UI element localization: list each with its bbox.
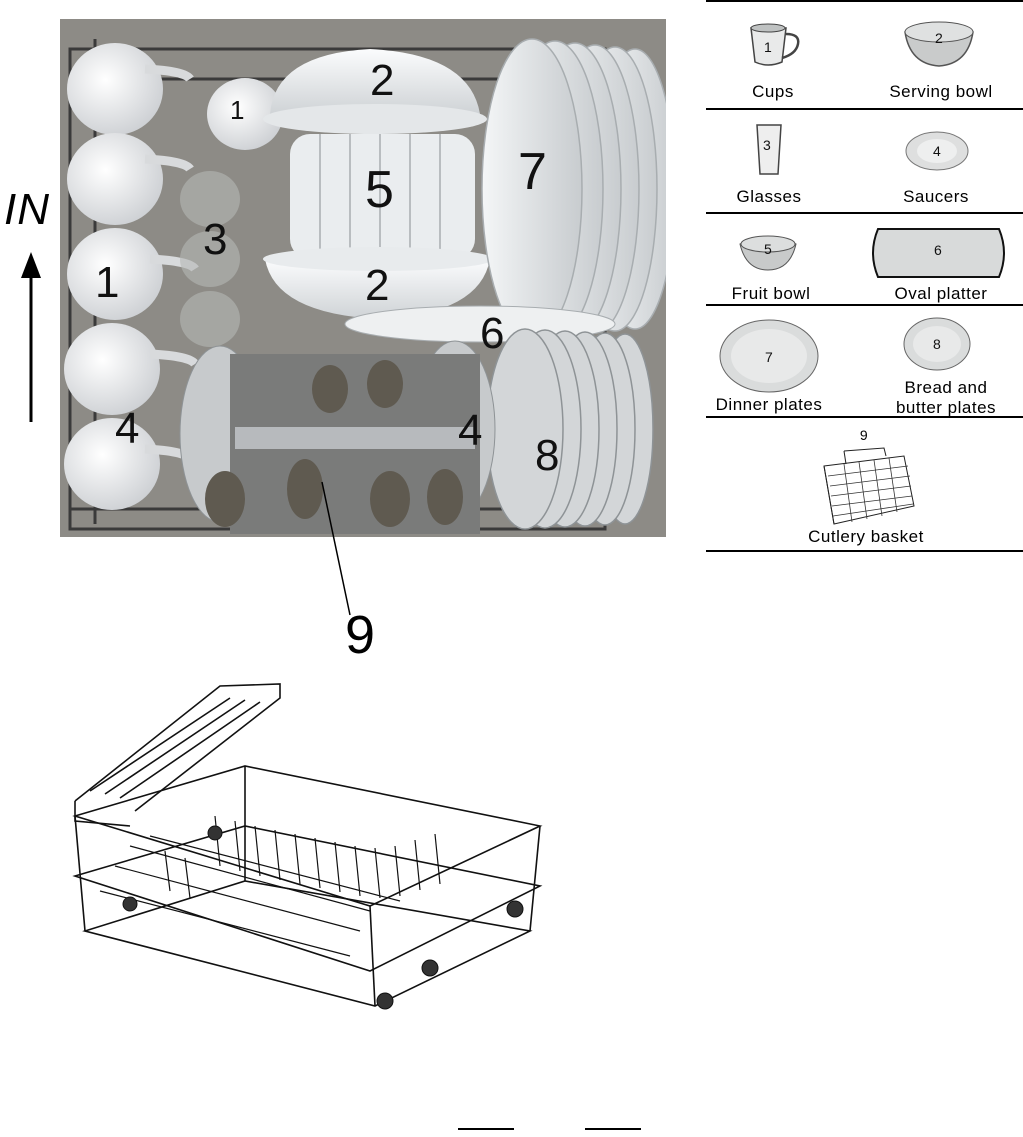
- oval-platter-icon: 6: [872, 228, 1005, 278]
- glass-icon: 3: [756, 124, 782, 175]
- legend-label-glasses: Glasses: [736, 187, 802, 206]
- legend-label-saucers: Saucers: [903, 187, 969, 206]
- legend-divider: [706, 108, 1023, 110]
- svg-text:8: 8: [933, 336, 941, 352]
- legend-label-dinner-plates: Dinner plates: [715, 395, 823, 414]
- legend-label-cups: Cups: [752, 82, 794, 101]
- svg-text:1: 1: [764, 39, 772, 55]
- cutlery-callout-line: [321, 481, 351, 616]
- label-oval-platter: 6: [480, 309, 505, 358]
- dinner-plate-icon: 7: [719, 319, 819, 393]
- callout-cutlery-number: 9: [345, 605, 376, 665]
- dishwasher-loading-photo: 1 1 2 2 3 4 4 5 6 7 8: [60, 19, 666, 537]
- label-saucers-left: 4: [115, 404, 140, 453]
- label-bread-plates: 8: [535, 431, 560, 480]
- legend-label-bread-plates-line1: Bread and: [904, 378, 988, 397]
- label-cups: 1: [95, 258, 120, 307]
- legend-label-bread-plates-line2: butter plates: [895, 398, 997, 417]
- footer-line: [585, 1128, 641, 1130]
- legend-divider: [706, 212, 1023, 214]
- footer-line: [458, 1128, 514, 1130]
- legend-divider: [706, 304, 1023, 306]
- legend-label-cutlery-basket: Cutlery basket: [808, 527, 924, 546]
- svg-text:5: 5: [764, 241, 772, 257]
- saucer-icon: 4: [905, 131, 969, 171]
- legend-label-fruit-bowl: Fruit bowl: [731, 284, 811, 303]
- svg-text:6: 6: [934, 242, 942, 258]
- cup-icon: 1: [750, 23, 800, 66]
- direction-label: IN: [4, 185, 50, 234]
- svg-text:4: 4: [933, 143, 941, 159]
- svg-text:3: 3: [763, 137, 771, 153]
- fruit-bowl-icon: 5: [739, 235, 797, 271]
- svg-text:2: 2: [935, 30, 943, 46]
- lower-rack-drawing: [72, 683, 543, 1010]
- legend-number-cutlery: 9: [859, 427, 869, 443]
- cutlery-basket-icon: [823, 447, 915, 525]
- bread-plate-icon: 8: [903, 317, 971, 371]
- label-saucers-right: 4: [458, 406, 483, 455]
- serving-bowl-icon: 2: [904, 21, 974, 67]
- legend-panel: 1 Cups 2 Serving bowl 3 Glasses 4 Saucer…: [706, 0, 1023, 555]
- legend-divider: [706, 550, 1023, 552]
- label-glasses: 3: [203, 215, 228, 264]
- photo-illustration: [60, 19, 666, 537]
- label-cups-small: 1: [230, 95, 245, 125]
- legend-divider: [706, 0, 1023, 2]
- label-serving-bowl-top: 2: [370, 56, 395, 105]
- cups-group: [64, 43, 199, 510]
- up-arrow-icon: [21, 252, 41, 422]
- svg-text:7: 7: [765, 349, 773, 365]
- legend-label-serving-bowl: Serving bowl: [889, 82, 993, 101]
- legend-label-oval-platter: Oval platter: [894, 284, 988, 303]
- legend-divider: [706, 416, 1023, 418]
- label-serving-bowl-bottom: 2: [365, 261, 390, 310]
- label-dinner-plates: 7: [518, 143, 547, 201]
- label-fruit-bowl: 5: [365, 161, 394, 219]
